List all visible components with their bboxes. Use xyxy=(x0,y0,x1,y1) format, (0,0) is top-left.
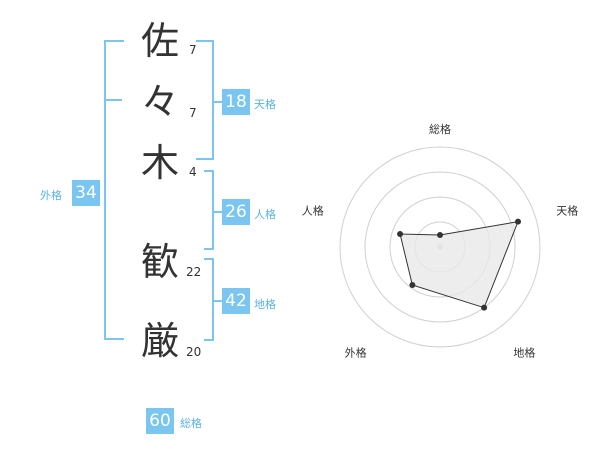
tenkaku-label: 天格 xyxy=(254,98,276,111)
name-char-5: 厳 xyxy=(140,319,179,363)
gaikaku-bracket-mid-tick xyxy=(104,99,122,101)
soukaku-label: 総格 xyxy=(180,417,202,430)
radar-axis-label-1: 総格 xyxy=(429,122,451,136)
chikaku-bracket xyxy=(204,258,214,341)
gaikaku-label: 外格 xyxy=(40,189,62,202)
name-char-3: 木 xyxy=(140,141,179,185)
jinkaku-label: 人格 xyxy=(254,208,276,221)
radar-axis-label-5: 人格 xyxy=(302,204,324,218)
stroke-count-2: 7 xyxy=(189,106,197,120)
tenkaku-bracket xyxy=(196,40,214,160)
jinkaku-value-badge: 26 xyxy=(222,199,250,225)
chikaku-label: 地格 xyxy=(254,298,276,311)
radar-point-2 xyxy=(514,218,521,225)
radar-area xyxy=(399,221,519,309)
tenkaku-value-badge: 18 xyxy=(222,89,250,115)
radar-point-1 xyxy=(437,232,443,238)
stroke-count-4: 22 xyxy=(186,265,202,279)
radar-grid-ring xyxy=(364,171,516,323)
radar-axis-label-3: 地格 xyxy=(513,345,535,359)
radar-point-3 xyxy=(481,304,488,311)
radar-axis-label-4: 外格 xyxy=(345,345,367,359)
gaikaku-value-badge: 34 xyxy=(72,180,100,206)
stroke-count-1: 7 xyxy=(189,43,197,57)
radar-point-5 xyxy=(397,231,404,238)
chikaku-value-badge: 42 xyxy=(222,288,250,314)
tenkaku-bracket-connector xyxy=(212,101,222,103)
chikaku-bracket-connector xyxy=(212,300,222,302)
name-char-4: 歓 xyxy=(140,240,179,284)
radar-points xyxy=(397,218,521,311)
soukaku-value-badge: 60 xyxy=(146,408,174,434)
name-char-1: 佐 xyxy=(140,19,179,63)
radar-grid-ring xyxy=(339,146,541,348)
stroke-count-3: 4 xyxy=(189,165,197,179)
radar-point-4 xyxy=(409,282,416,289)
jinkaku-bracket-connector xyxy=(212,211,222,213)
name-char-2: 々 xyxy=(140,80,179,124)
gaikaku-bracket xyxy=(104,40,124,340)
stroke-count-5: 20 xyxy=(186,345,202,359)
jinkaku-bracket xyxy=(204,170,214,250)
radar-axis-label-2: 天格 xyxy=(556,204,578,218)
